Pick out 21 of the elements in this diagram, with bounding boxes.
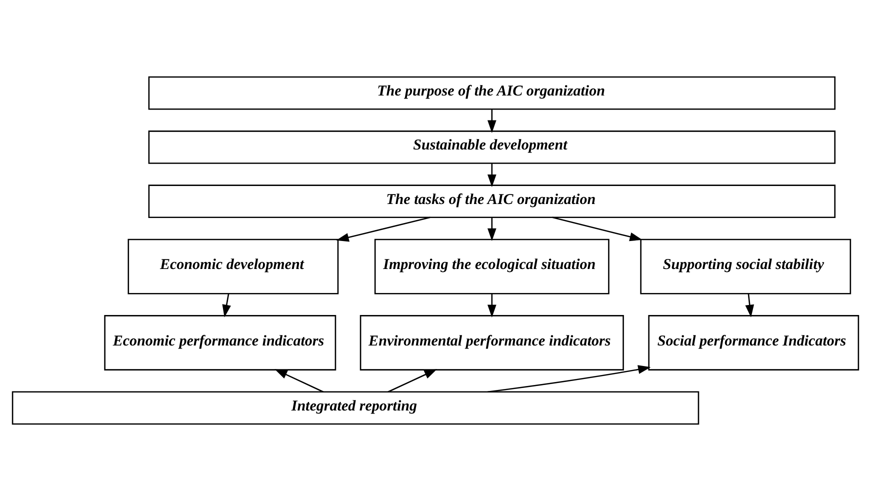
arrow [487,293,496,317]
arrow [745,293,754,317]
node-box: Improving the ecological situation [374,238,610,294]
node-box: The tasks of the AIC organization [148,184,836,218]
node-box: Integrated reporting [12,390,700,424]
arrow [274,368,324,392]
arrow [488,364,651,392]
arrow [388,368,438,392]
node-box: The purpose of the AIC organization [148,76,836,110]
node-box: Sustainable development [148,130,836,164]
node-box: Economic performance indicators [104,314,336,370]
arrow [487,108,496,132]
arrow [487,217,496,241]
node-box: Social performance Indicators [648,314,860,370]
node-box: Economic development [128,238,339,294]
arrow [336,216,430,242]
node-box: Supporting social stability [640,238,852,294]
arrow [487,162,496,187]
arrow [552,216,642,241]
arrow [222,293,231,317]
node-box: Environmental performance indicators [360,314,624,370]
